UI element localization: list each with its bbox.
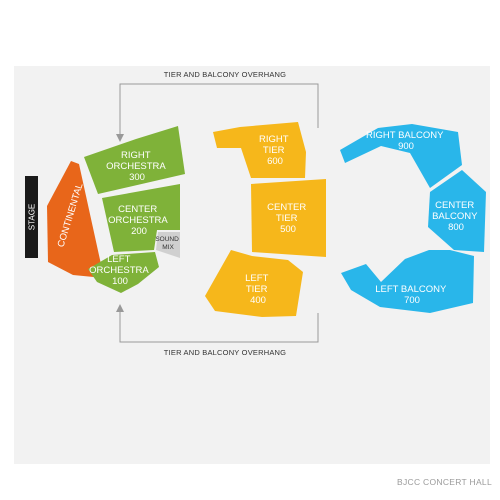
center-balcony-shape <box>428 170 486 252</box>
left-balcony-shape <box>341 250 474 313</box>
right-tier-shape <box>213 122 306 178</box>
right-orchestra-shape <box>84 126 185 194</box>
sound-mix-shape <box>156 232 180 258</box>
section-right-orchestra[interactable]: RIGHT ORCHESTRA 300 <box>84 126 185 194</box>
section-right-tier[interactable]: RIGHT TIER 600 <box>213 122 306 178</box>
overhang-arrow-top <box>116 83 319 142</box>
right-balcony-shape <box>340 124 462 188</box>
overhang-note-bottom: TIER AND BALCONY OVERHANG <box>164 348 286 357</box>
continental-shape <box>47 161 104 278</box>
center-orchestra-label: CENTER ORCHESTRA 200 <box>108 204 170 237</box>
right-tier-label: RIGHT TIER 600 <box>259 134 291 167</box>
left-balcony-label: LEFT BALCONY 700 <box>375 284 449 306</box>
section-center-balcony[interactable]: CENTER BALCONY 800 <box>428 170 486 252</box>
overhang-note-top: TIER AND BALCONY OVERHANG <box>164 70 286 79</box>
stage-block <box>25 176 38 258</box>
center-orchestra-shape <box>102 184 180 252</box>
stage-label: STAGE <box>28 204 37 231</box>
stage: STAGE <box>25 176 38 258</box>
right-balcony-label: RIGHT BALCONY 900 <box>366 130 446 152</box>
section-sound-mix[interactable]: SOUND MIX <box>155 232 180 258</box>
venue-name: BJCC CONCERT HALL <box>397 477 492 487</box>
center-tier-label: CENTER TIER 500 <box>267 202 309 235</box>
left-tier-label: LEFT TIER 400 <box>245 273 271 306</box>
center-balcony-label: CENTER BALCONY 800 <box>432 200 480 233</box>
left-orchestra-label: LEFT ORCHESTRA 100 <box>89 254 151 287</box>
left-tier-shape <box>205 250 303 317</box>
section-center-tier[interactable]: CENTER TIER 500 <box>251 179 326 257</box>
section-left-balcony[interactable]: LEFT BALCONY 700 <box>341 250 474 313</box>
center-tier-shape <box>251 179 326 257</box>
section-left-tier[interactable]: LEFT TIER 400 <box>205 250 303 317</box>
section-right-balcony[interactable]: RIGHT BALCONY 900 <box>340 124 462 188</box>
section-continental[interactable]: CONTINENTAL <box>47 161 104 278</box>
section-left-orchestra[interactable]: LEFT ORCHESTRA 100 <box>88 252 159 293</box>
sound-mix-label: SOUND MIX <box>155 236 180 251</box>
section-center-orchestra[interactable]: CENTER ORCHESTRA 200 <box>102 184 180 252</box>
right-orchestra-label: RIGHT ORCHESTRA 300 <box>106 150 168 183</box>
left-orchestra-shape <box>88 252 159 293</box>
overhang-arrow-bottom <box>116 304 319 343</box>
